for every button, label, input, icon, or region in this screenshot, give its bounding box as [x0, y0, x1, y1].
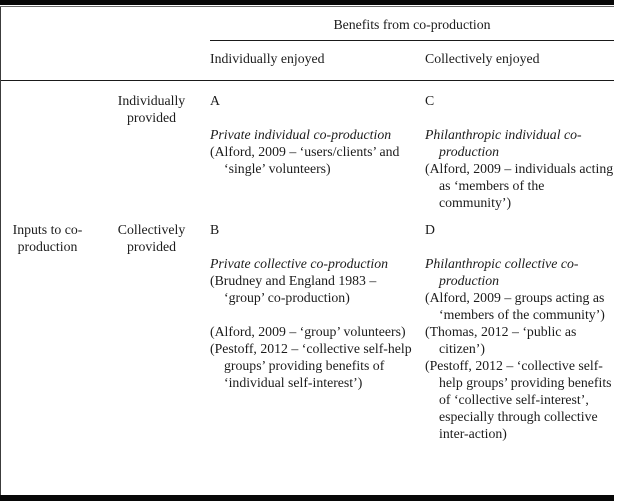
cell-D-citation-2: (Thomas, 2012 – ‘public as citizen’)	[425, 324, 577, 357]
column-group-header-text: Benefits from co-production	[333, 17, 491, 32]
cell-C: C Philanthropic individual co-production…	[425, 92, 618, 211]
row-group-header-line1: Inputs to co-	[12, 222, 83, 238]
col-header-individually-enjoyed: Individually enjoyed	[210, 51, 325, 66]
row-group-header-line2: production	[17, 239, 78, 255]
cell-A: A Private individual co-production (Alfo…	[210, 92, 425, 211]
spacer-col2	[103, 50, 210, 67]
cell-D-citation-3: (Pestoff, 2012 – ‘collective self-help g…	[425, 358, 612, 442]
top-thick-rule	[0, 0, 614, 5]
cell-A-title: Private individual co-production	[210, 127, 392, 143]
cell-C-title: Philanthropic individual co-production	[425, 127, 582, 160]
bottom-thick-rule	[0, 495, 614, 501]
cell-D: D Philanthropic collective co-production…	[425, 221, 618, 442]
cell-D-citation-1: (Alford, 2009 – groups acting as ‘member…	[425, 290, 605, 323]
cell-D-title: Philanthropic collective co-production	[425, 256, 579, 289]
spacer-col1	[0, 50, 103, 67]
header-body-divider-rule	[0, 80, 614, 82]
cell-B: B Private collective co-production (Brud…	[210, 221, 425, 442]
cell-D-letter: D	[425, 222, 435, 238]
cell-A-letter: A	[210, 93, 220, 109]
cell-B-title: Private collective co-production	[210, 256, 389, 272]
cell-A-citation-1: (Alford, 2009 – ‘users/clients’ and ‘sin…	[210, 144, 400, 177]
column-header-row: Individually enjoyed Collectively enjoye…	[0, 41, 618, 80]
cell-C-letter: C	[425, 93, 435, 109]
column-group-header: Benefits from co-production	[210, 7, 614, 41]
table-body: Individually provided A Private individu…	[0, 81, 618, 442]
row-stub-individually-provided: Individually provided	[117, 93, 186, 126]
row-stub-collectively-provided: Collectively provided	[117, 222, 186, 255]
cell-B-citation-1: (Brudney and England 1983 – ‘group’ co-p…	[210, 273, 377, 306]
col-header-collectively-enjoyed: Collectively enjoyed	[425, 51, 540, 66]
row1-group-cell-empty	[0, 92, 103, 211]
cell-C-citation-1: (Alford, 2009 – individuals acting as ‘m…	[425, 161, 614, 211]
cell-B-citation-3: (Pestoff, 2012 – ‘collective self-help g…	[210, 341, 412, 391]
top-thin-rule	[0, 6, 614, 7]
cell-B-citation-2: (Alford, 2009 – ‘group’ volunteers)	[210, 324, 406, 340]
cell-B-letter: B	[210, 222, 220, 238]
row-group-header-inputs-to-co-production: Inputs to co- production	[0, 221, 103, 442]
